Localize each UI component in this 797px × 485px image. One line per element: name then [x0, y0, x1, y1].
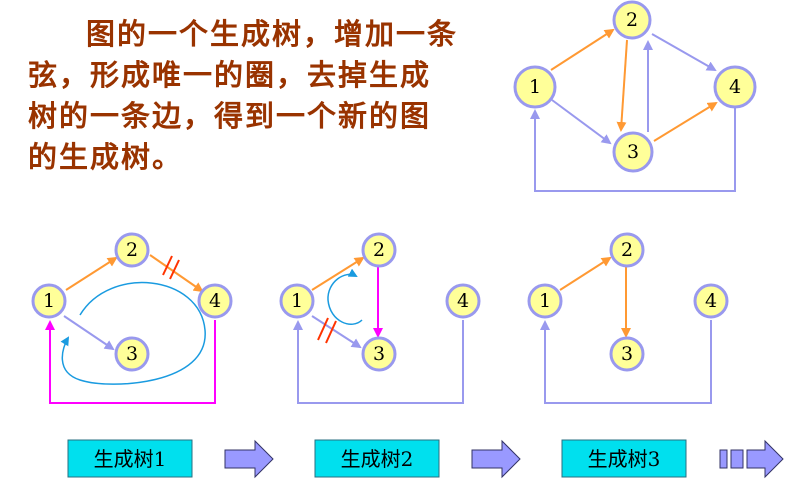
svg-text:2: 2 — [626, 9, 638, 31]
svg-text:生成树2: 生成树2 — [341, 447, 414, 471]
tree2-node-3: 3 — [361, 336, 397, 372]
edge-3-4 — [653, 101, 718, 142]
svg-text:1: 1 — [291, 290, 303, 312]
svg-text:4: 4 — [209, 290, 221, 312]
next-arrow-1 — [224, 439, 274, 479]
tree1-node-1: 1 — [31, 283, 67, 319]
next-arrow-2 — [471, 439, 521, 479]
svg-text:1: 1 — [43, 290, 55, 312]
tree2-node-1: 1 — [279, 283, 315, 319]
svg-text:1: 1 — [529, 76, 541, 98]
tree2-node-2: 2 — [361, 232, 397, 268]
svg-text:4: 4 — [705, 290, 717, 312]
tree2-cycle-arrow — [327, 268, 363, 325]
svg-text:3: 3 — [126, 343, 138, 365]
tree-3-label: 生成树3 — [561, 439, 687, 478]
svg-text:4: 4 — [729, 76, 741, 98]
tree3-edge-1-2 — [559, 256, 612, 291]
tree-3-graph: 1 2 3 4 — [527, 232, 729, 404]
tree1-edge-2-4 — [149, 254, 204, 293]
continue-arrow — [719, 439, 784, 479]
node-3: 3 — [612, 131, 654, 173]
node-1: 1 — [513, 65, 557, 109]
svg-text:3: 3 — [373, 343, 385, 365]
tree1-node-3: 3 — [114, 336, 150, 372]
svg-text:4: 4 — [457, 290, 469, 312]
svg-text:2: 2 — [373, 239, 385, 261]
svg-text:生成树3: 生成树3 — [588, 447, 661, 471]
svg-text:2: 2 — [126, 239, 138, 261]
tree2-edge-4-1 — [293, 320, 464, 404]
tree1-removed-mark — [162, 255, 180, 280]
tree1-edge-1-3 — [63, 315, 115, 351]
tree-1-graph: 1 2 3 4 — [31, 232, 233, 404]
intro-text: 图的一个生成树，增加一条弦，形成唯一的圈，去掉生成树的一条边，得到一个新的图的生… — [28, 17, 459, 174]
tree1-cycle-arrow — [60, 281, 206, 385]
svg-text:2: 2 — [621, 239, 633, 261]
tree-2-graph: 1 2 3 4 — [279, 232, 481, 404]
tree3-edge-4-1 — [540, 320, 712, 404]
tree1-node-2: 2 — [114, 232, 150, 268]
svg-text:3: 3 — [627, 141, 639, 163]
tree1-edge-1-2 — [65, 256, 118, 291]
node-2: 2 — [612, 0, 652, 40]
full-graph: 1 2 3 4 — [513, 0, 757, 192]
tree3-node-4: 4 — [693, 283, 729, 319]
edge-2-4 — [651, 33, 717, 71]
tree-2-label: 生成树2 — [314, 439, 440, 478]
tree2-edge-1-2 — [311, 256, 365, 291]
tree2-node-4: 4 — [445, 283, 481, 319]
tree2-removed-mark — [317, 317, 337, 344]
tree-1-label: 生成树1 — [67, 439, 193, 478]
tree1-node-4: 4 — [197, 283, 233, 319]
svg-text:生成树1: 生成树1 — [94, 447, 167, 471]
intro-paragraph: 图的一个生成树，增加一条弦，形成唯一的圈，去掉生成树的一条边，得到一个新的图的生… — [28, 14, 458, 178]
edge-1-3 — [551, 99, 612, 145]
tree3-node-2: 2 — [609, 232, 645, 268]
edge-1-2 — [550, 28, 615, 71]
tree2-edge-1-3 — [311, 315, 362, 349]
edge-2-3 — [616, 39, 628, 132]
svg-text:1: 1 — [539, 290, 551, 312]
tree3-node-1: 1 — [527, 283, 563, 319]
edge-4-1 — [530, 107, 736, 192]
tree1-chord-4-1 — [45, 320, 216, 404]
node-4: 4 — [713, 65, 757, 109]
svg-text:3: 3 — [621, 343, 633, 365]
tree3-node-3: 3 — [609, 336, 645, 372]
